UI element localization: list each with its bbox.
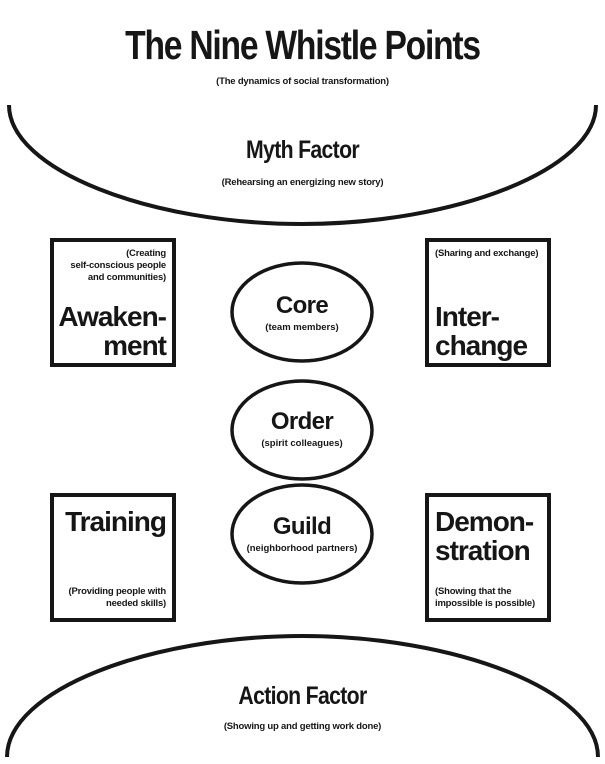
training-desc-line: (Providing people with bbox=[68, 586, 167, 597]
interchange-desc: (Sharing and exchange) bbox=[435, 248, 538, 260]
page-title: The Nine Whistle Points bbox=[125, 22, 481, 68]
core-name: Core bbox=[275, 292, 329, 319]
demonstration-box: Demon- stration (Showing that the imposs… bbox=[425, 493, 551, 622]
training-desc-line: needed skills) bbox=[105, 598, 166, 609]
training-box: Training (Providing people with needed s… bbox=[50, 493, 176, 622]
demonstration-name-line: Demon- bbox=[435, 506, 534, 537]
myth-factor-title: Myth Factor bbox=[246, 136, 360, 164]
awakenment-box: (Creating self-conscious people and comm… bbox=[50, 238, 176, 367]
order-desc: (spirit colleagues) bbox=[261, 438, 343, 449]
interchange-desc-line: (Sharing and exchange) bbox=[435, 248, 539, 259]
demonstration-desc: (Showing that the impossible is possible… bbox=[435, 586, 535, 610]
awakenment-name-line: Awaken- bbox=[58, 301, 167, 332]
demonstration-name-line: stration bbox=[435, 535, 531, 566]
awakenment-desc-line: self-conscious people bbox=[70, 260, 166, 271]
guild-desc: (neighborhood partners) bbox=[246, 543, 358, 554]
awakenment-desc-line: (Creating bbox=[126, 248, 166, 259]
guild-oval bbox=[230, 483, 374, 585]
demonstration-desc-line: impossible is possible) bbox=[435, 598, 535, 609]
core-label: Core (team members) bbox=[232, 292, 372, 333]
core-desc: (team members) bbox=[265, 322, 339, 333]
page-subtitle: (The dynamics of social transformation) bbox=[216, 76, 389, 87]
interchange-name-line: change bbox=[435, 330, 528, 361]
interchange-name: Inter- change bbox=[435, 301, 528, 361]
myth-factor-arc bbox=[7, 104, 598, 227]
myth-factor-desc: (Rehearsing an energizing new story) bbox=[221, 177, 384, 188]
demonstration-desc-line: (Showing that the bbox=[435, 586, 512, 597]
training-name: Training bbox=[65, 506, 167, 537]
action-factor-arc bbox=[5, 633, 600, 758]
awakenment-name: Awaken- ment bbox=[58, 301, 167, 361]
training-desc: (Providing people with needed skills) bbox=[68, 586, 167, 610]
awakenment-desc-line: and communities) bbox=[87, 272, 166, 283]
demonstration-name: Demon- stration bbox=[435, 506, 534, 566]
training-name-line: Training bbox=[65, 506, 167, 537]
order-name: Order bbox=[270, 408, 334, 435]
guild-label: Guild (neighborhood partners) bbox=[232, 513, 372, 554]
action-factor-desc: (Showing up and getting work done) bbox=[223, 721, 382, 732]
core-oval bbox=[230, 261, 374, 363]
order-oval bbox=[230, 379, 374, 481]
order-label: Order (spirit colleagues) bbox=[232, 408, 372, 449]
awakenment-desc: (Creating self-conscious people and comm… bbox=[70, 248, 166, 284]
interchange-name-line: Inter- bbox=[435, 301, 500, 332]
action-factor-title: Action Factor bbox=[238, 682, 367, 710]
awakenment-name-line: ment bbox=[103, 330, 167, 361]
guild-name: Guild bbox=[272, 513, 332, 540]
interchange-box: (Sharing and exchange) Inter- change bbox=[425, 238, 551, 367]
